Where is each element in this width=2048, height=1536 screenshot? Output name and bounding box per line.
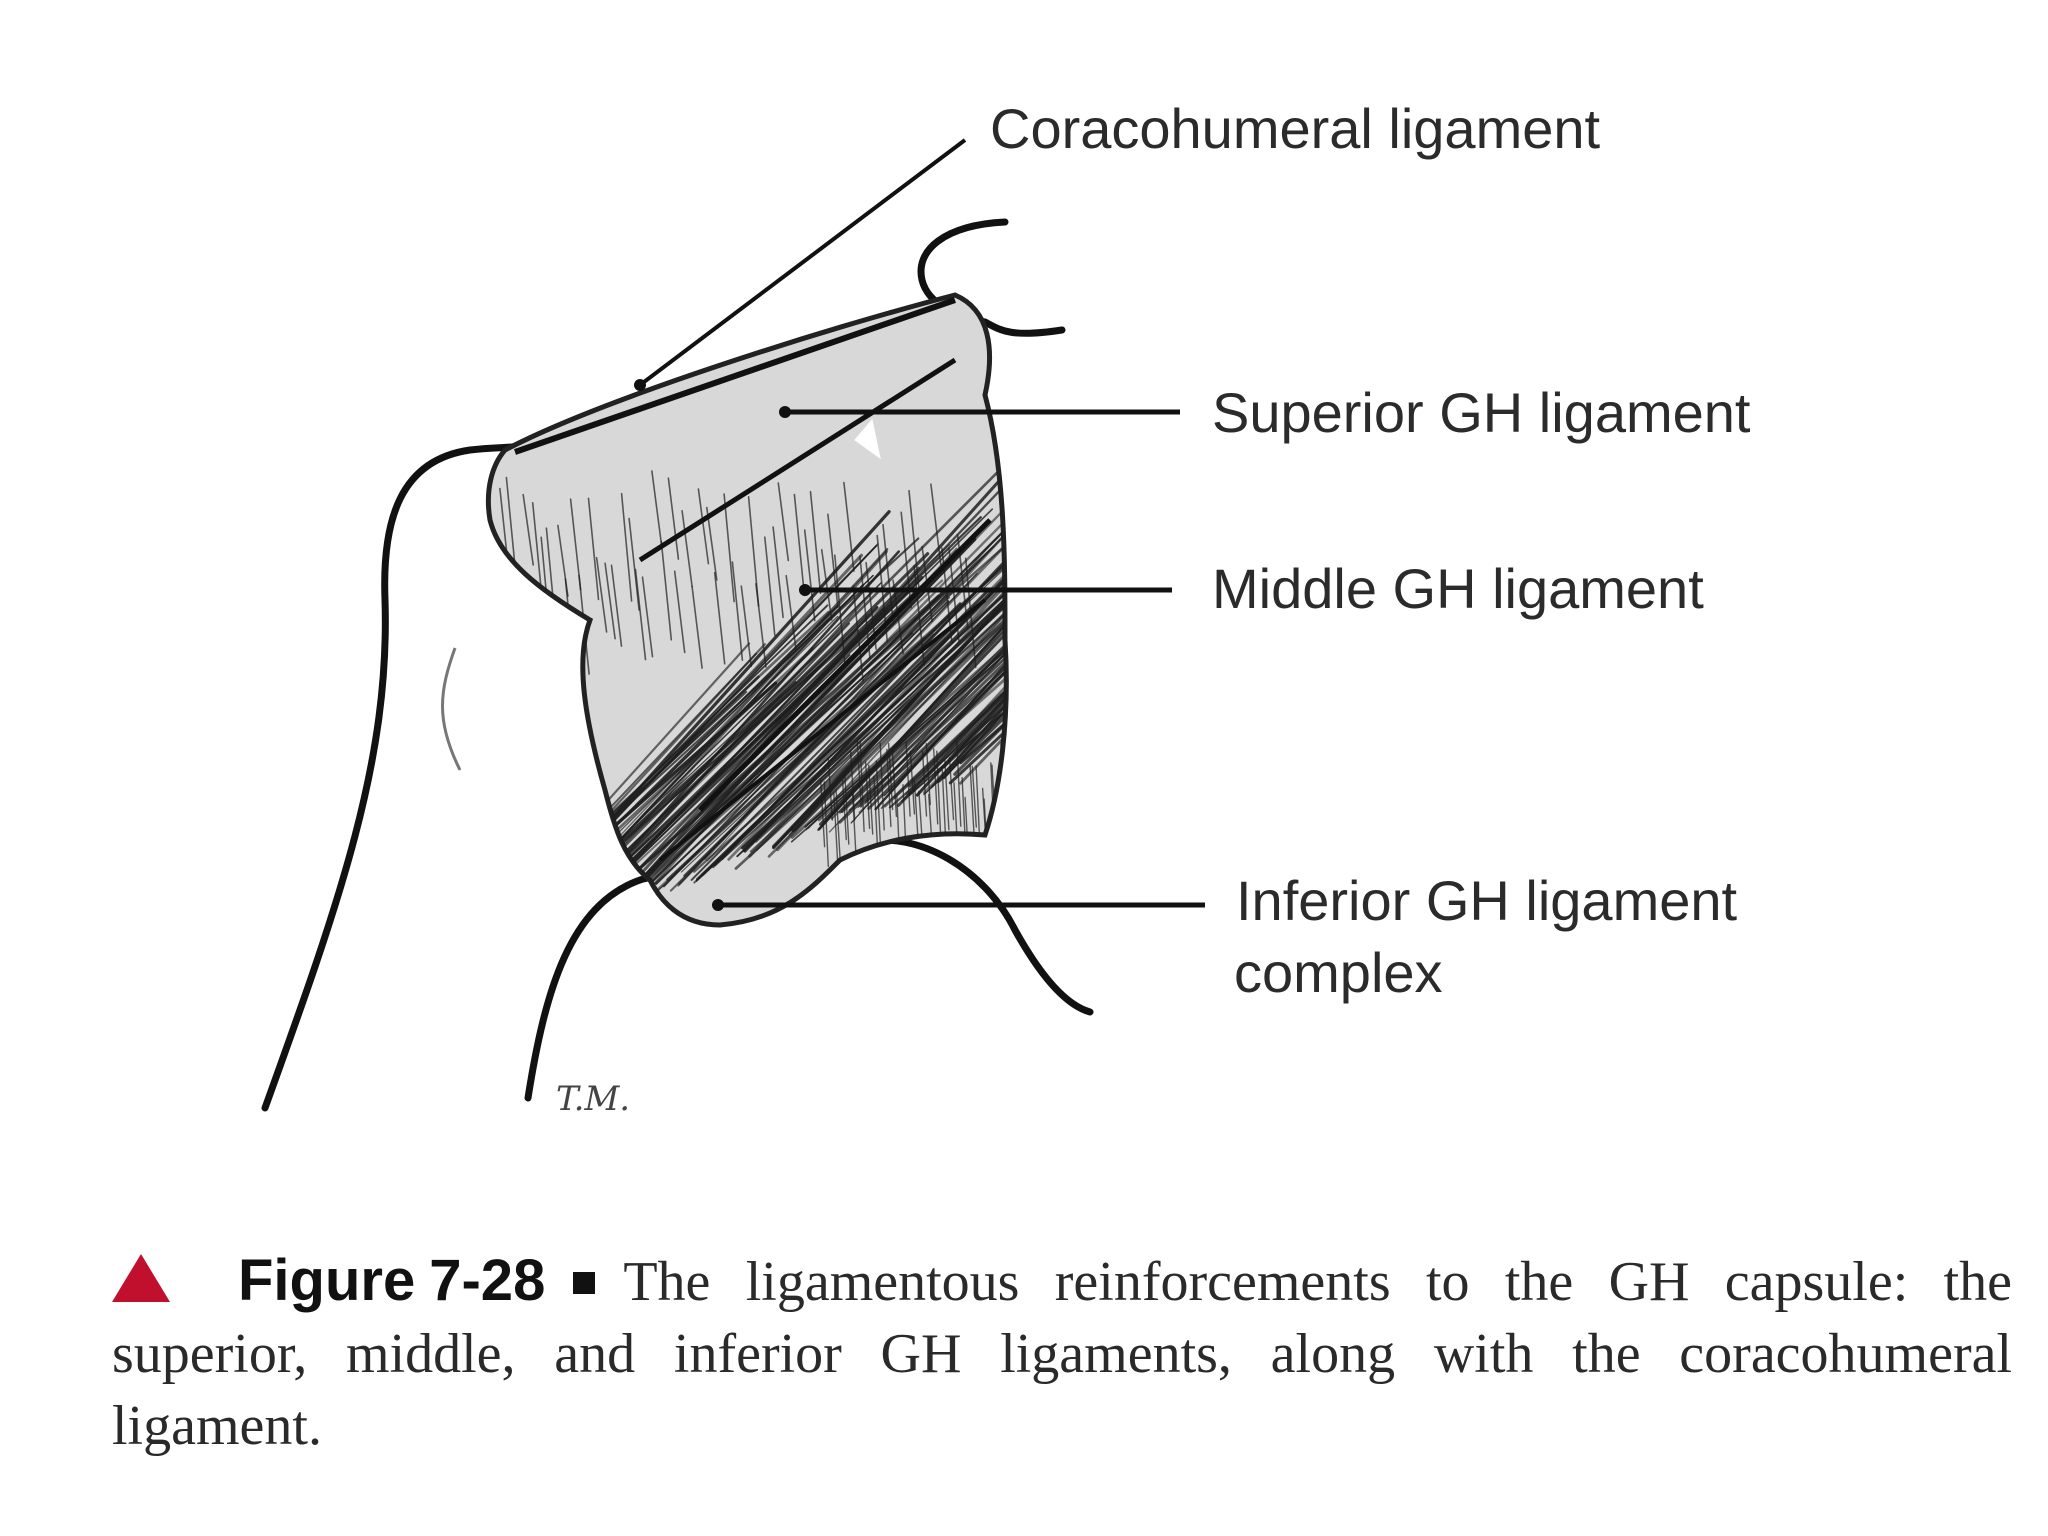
superior-gh-label: Superior GH ligament xyxy=(1212,381,1751,444)
humerus-mark xyxy=(441,647,462,771)
caption-text: The ligamentous reinforcements to the GH… xyxy=(112,1251,2012,1457)
inferior-gh-label-line2: complex xyxy=(1234,941,1443,1004)
coracohumeral-leader xyxy=(638,138,967,387)
shoulder-outline xyxy=(261,442,524,1112)
figure-word: Figure xyxy=(238,1248,416,1313)
figure-number: 7-28 xyxy=(429,1248,546,1313)
middle-gh-label: Middle GH ligament xyxy=(1212,557,1704,620)
caption-triangle-icon xyxy=(112,1254,170,1302)
inferior-gh-label-line1: Inferior GH ligament xyxy=(1236,869,1738,932)
caption-square-icon xyxy=(573,1272,596,1294)
humeral-shaft-outline xyxy=(524,874,674,1102)
coracohumeral-label: Coracohumeral ligament xyxy=(990,97,1601,160)
glenoid-neck-outline xyxy=(856,836,1094,1016)
artist-signature: T.M. xyxy=(556,1079,630,1119)
